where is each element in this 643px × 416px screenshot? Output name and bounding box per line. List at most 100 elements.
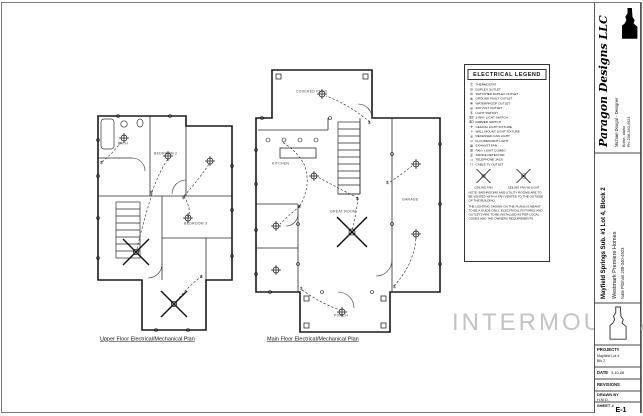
legend-note: THE LIGHTING SHOWN ON THE PLANS IS MEANT… bbox=[468, 205, 543, 221]
main-floor-plan: $$$ $$$ COVERED PATIO KITCHEN GREAT ROOM… bbox=[252, 64, 444, 336]
title-block-drawing: Paragon Designs LLC Michael Dougal - Des… bbox=[594, 3, 641, 413]
ceiling-light-icons bbox=[271, 89, 421, 317]
porch-posts bbox=[275, 73, 387, 329]
legend-item-label: DUPLEX OUTLET bbox=[475, 87, 501, 92]
legend-symbol-icon: ⊠ bbox=[470, 144, 473, 148]
drawn-by-label: DRAWN BY bbox=[597, 392, 619, 397]
legend-symbol-icon: ◑ bbox=[470, 130, 473, 134]
legend-item-label: CABLE TV OUTLET bbox=[475, 162, 504, 167]
room-label: KITCHEN bbox=[272, 162, 290, 166]
legend-fan: CEILING FAN W/ LIGHT bbox=[507, 168, 540, 190]
outlet-icons bbox=[96, 114, 234, 332]
interior-walls bbox=[98, 116, 232, 280]
outlet-icons bbox=[254, 116, 442, 294]
idaho-state-icon bbox=[622, 8, 638, 39]
project-title: Mayfield Springs Sub. #1 Lot 4, Block 2 bbox=[601, 187, 607, 299]
legend-symbol-icon: ⊗ bbox=[470, 102, 473, 106]
svg-text:$: $ bbox=[100, 160, 103, 165]
interior-walls bbox=[256, 118, 393, 292]
legend-symbol-icon: $D bbox=[469, 120, 474, 125]
company-address: Boise, Idaho bbox=[622, 126, 626, 147]
legend-item: ▭FLUORESCENT LIGHT bbox=[468, 139, 547, 144]
legend-item: ⊘SWITCHED DUPLEX OUTLET bbox=[468, 92, 547, 97]
svg-text:$: $ bbox=[298, 204, 301, 209]
legend-item: ⊜220 VOLT OUTLET bbox=[468, 106, 547, 111]
sheet-number-value: E-1 bbox=[616, 407, 627, 413]
legend-item-label: EXHAUST FAN bbox=[475, 144, 497, 148]
legend-item-label: LIGHT SWITCH bbox=[475, 111, 498, 115]
switch-symbols: $ $ $ $ $ $ bbox=[298, 120, 396, 291]
legend-item-label: SWITCHED DUPLEX OUTLET bbox=[475, 92, 519, 96]
room-label: BEDROOM 3 bbox=[184, 222, 208, 226]
legend-fan-label: CEILING FAN W/ LIGHT bbox=[507, 186, 540, 190]
main-floor-plan-drawing: $ $ $ $ $ $ bbox=[254, 69, 442, 333]
project-number-value: Blk 2 bbox=[597, 359, 605, 363]
upper-plan-caption: Upper Floor Electrical/Mechanical Plan bbox=[100, 336, 195, 342]
wiring-dashed bbox=[279, 95, 417, 311]
legend-symbol-icon: ◎ bbox=[469, 134, 474, 139]
designer-name: Michael Dougal - Designer bbox=[614, 97, 619, 147]
bath-fixtures bbox=[100, 118, 144, 150]
upper-floor-plan-drawing: $$$$ bbox=[96, 114, 234, 332]
legend-item: ◁TELEPHONE JACK bbox=[468, 158, 547, 163]
legend-symbol-icon: ☐ bbox=[469, 163, 474, 167]
title-block: Paragon Designs LLC Michael Dougal - Des… bbox=[594, 3, 641, 413]
legend-symbol-icon: Ⓣ bbox=[469, 83, 474, 87]
client-name: Westmark Premiere Homes bbox=[612, 231, 618, 299]
legend-item: ✛CEILING LIGHT FIXTURE bbox=[468, 125, 547, 130]
legend-item-label: CEILING LIGHT FIXTURE bbox=[475, 125, 512, 129]
room-label: GARAGE bbox=[402, 198, 419, 202]
legend-symbol-icon: ⊕ bbox=[470, 97, 473, 101]
stairs bbox=[115, 201, 141, 259]
svg-text:$: $ bbox=[356, 196, 359, 201]
legend-item: ◑WALL MOUNT LIGHT FIXTURE bbox=[468, 129, 547, 134]
legend-item-label: FLUORESCENT LIGHT bbox=[475, 139, 509, 143]
project-number-value: Mayfield Lot 4 bbox=[597, 354, 619, 358]
legend-item-label: GROUND FAULT OUTLET bbox=[475, 97, 513, 101]
legend-notes: NOTE: BATHROOMS AND UTILITY ROOMS ARE TO… bbox=[465, 190, 549, 224]
svg-text:$: $ bbox=[393, 284, 396, 289]
svg-text:$: $ bbox=[368, 120, 371, 125]
legend-symbol-icon: ✛ bbox=[470, 125, 473, 130]
legend-item-label: TELEPHONE JACK bbox=[475, 158, 504, 162]
legend-item-label: WALL MOUNT LIGHT FIXTURE bbox=[475, 130, 520, 134]
legend-item: ◎RECESSED CAN LIGHT bbox=[468, 134, 547, 139]
door-arcs bbox=[285, 103, 393, 309]
legend-symbol-icon: ⊞ bbox=[470, 149, 473, 153]
stairs bbox=[337, 121, 361, 195]
ceiling-fan-icon bbox=[336, 216, 368, 248]
room-label: COVERED PATIO bbox=[296, 90, 328, 94]
legend-symbol-icon: Ⓢ bbox=[469, 153, 474, 158]
legend-item: ⊠EXHAUST FAN bbox=[468, 144, 547, 149]
legend-symbol-icon: $ bbox=[470, 111, 473, 115]
svg-text:$: $ bbox=[300, 286, 303, 291]
legend-symbol-icon: $3 bbox=[469, 115, 474, 120]
ceiling-light-icons bbox=[119, 133, 215, 223]
project-number-label: PROJECT# bbox=[597, 347, 620, 352]
svg-text:$: $ bbox=[386, 180, 389, 185]
legend-item: ☐CABLE TV OUTLET bbox=[468, 162, 547, 167]
ceiling-fan-icon bbox=[122, 238, 188, 318]
legend-item-label: THERMOSTAT bbox=[475, 83, 497, 87]
legend-item-label: FAN / LIGHT COMBO bbox=[475, 148, 506, 153]
ceiling-fan-light-icon bbox=[516, 168, 531, 184]
recessed-light-icons bbox=[265, 137, 319, 143]
legend-symbol-icon: ▭ bbox=[469, 139, 474, 144]
company-phone: Ph: 208-340-4923 bbox=[627, 117, 631, 147]
ceiling-fan-icon bbox=[476, 168, 491, 184]
revisions-label: REVISIONS bbox=[597, 382, 620, 387]
legend-item: ⊖DUPLEX OUTLET bbox=[468, 87, 547, 92]
legend-item-label: SMOKE DETECTOR bbox=[475, 153, 505, 158]
legend-symbol-icon: ⊖ bbox=[470, 88, 473, 92]
legend-item: ⊞FAN / LIGHT COMBO bbox=[468, 148, 547, 153]
legend-item-label: 3-WAY LIGHT SWITCH bbox=[475, 115, 508, 120]
svg-text:$: $ bbox=[200, 274, 203, 279]
room-label: BATH bbox=[118, 142, 129, 146]
legend-item: $LIGHT SWITCH bbox=[468, 111, 547, 116]
legend-symbol-icon: ⊘ bbox=[470, 92, 473, 97]
